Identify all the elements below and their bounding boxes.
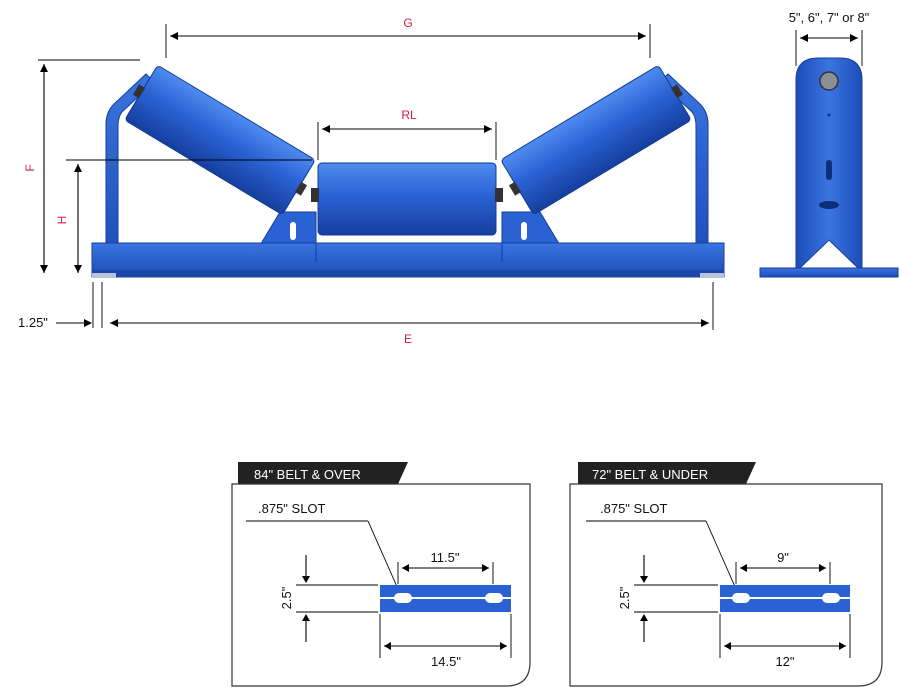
dimension-offset-label: 1.25" — [18, 315, 48, 330]
detail-72-belt-and-under: 72" BELT & UNDER .875" SLOT 9" 2.5" 12" — [569, 462, 883, 687]
dimension-e-label: E — [404, 332, 412, 346]
side-axle-hole — [819, 71, 839, 91]
detail-right-title: 72" BELT & UNDER — [592, 467, 708, 482]
detail-right-overall: 12" — [775, 654, 794, 669]
detail-left-tab — [238, 462, 408, 484]
dimension-h-label: H — [55, 216, 69, 225]
detail-left-spacing: 11.5" — [431, 550, 460, 565]
detail-84-belt-and-over: 84" BELT & OVER .875" SLOT 11.5" 2.5" 14… — [231, 462, 531, 687]
bracket-slot-right — [521, 222, 527, 240]
detail-left-title: 84" BELT & OVER — [254, 467, 361, 482]
detail-right-height: 2.5" — [617, 586, 632, 609]
dimension-rl-label: RL — [401, 108, 417, 122]
side-width-label: 5", 6", 7" or 8" — [789, 10, 870, 25]
detail-right-tab — [578, 462, 756, 484]
side-base-plate — [759, 267, 899, 278]
dimension-g-label: G — [403, 16, 412, 30]
detail-left-overall: 14.5" — [431, 654, 461, 669]
center-roll — [311, 162, 503, 236]
idler-front-view: G RL F H 1.25" E — [18, 16, 725, 346]
detail-right-slot-label: .875" SLOT — [600, 501, 668, 516]
detail-left-height: 2.5" — [279, 586, 294, 609]
detail-left-slot-label: .875" SLOT — [258, 501, 326, 516]
bracket-slot-left — [290, 222, 296, 240]
dimension-f-label: F — [23, 164, 37, 171]
idler-side-view: 5", 6", 7" or 8" — [759, 10, 899, 278]
right-wing-roll — [501, 66, 691, 214]
detail-right-spacing: 9" — [777, 550, 789, 565]
left-wing-roll — [125, 66, 315, 214]
